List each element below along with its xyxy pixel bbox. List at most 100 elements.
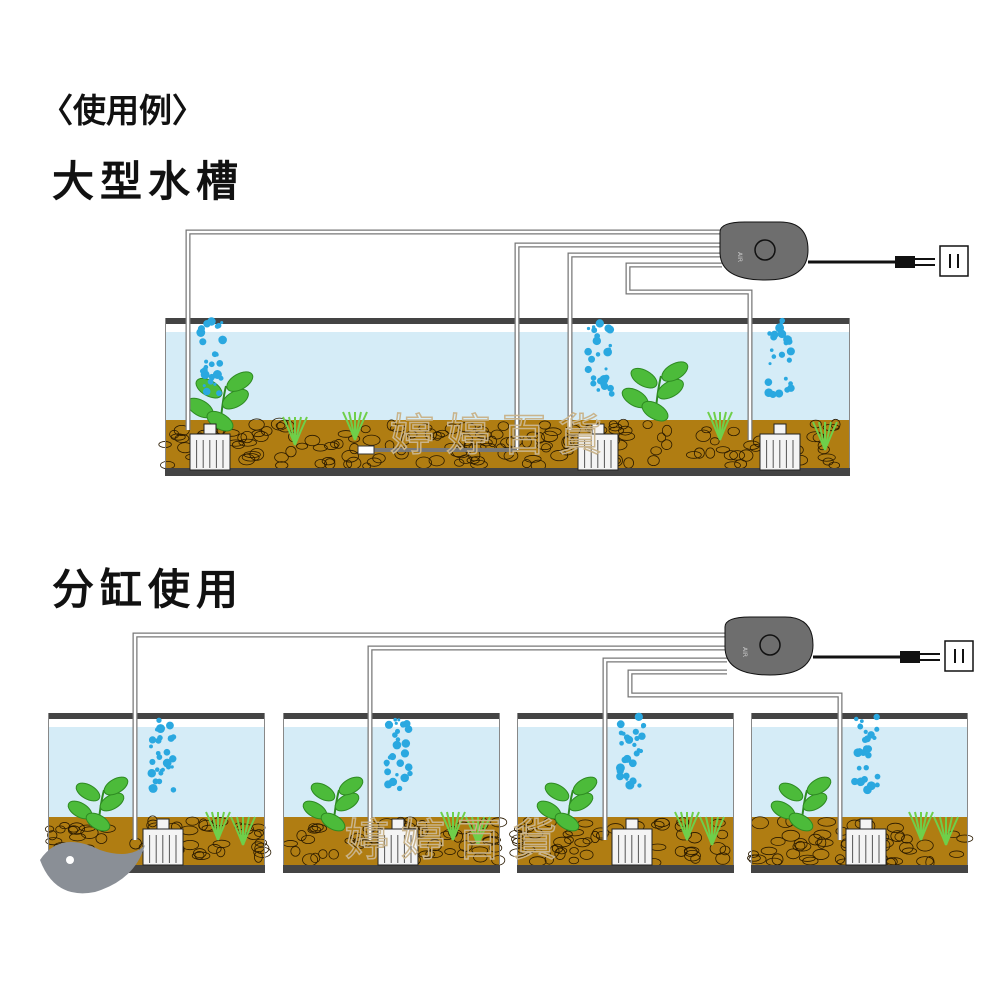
pebble [618, 432, 636, 441]
pebble [894, 832, 905, 842]
pebble [488, 843, 503, 853]
shop-logo [40, 842, 145, 894]
pebble [430, 431, 446, 439]
bubble [866, 786, 870, 791]
bubble [149, 758, 156, 765]
bubble [863, 765, 869, 771]
pebble [661, 424, 673, 437]
pebble [457, 422, 476, 433]
pebble [564, 836, 574, 844]
pebble [424, 428, 437, 441]
leaf [656, 378, 684, 400]
pebble [406, 430, 418, 439]
bubbles-icon [584, 319, 615, 397]
split-tank-title: 分缸使用 [52, 565, 245, 614]
pebble [310, 852, 321, 864]
plant-icon [67, 776, 129, 832]
bubble [400, 773, 410, 783]
pebble [432, 431, 442, 441]
bubble [389, 780, 396, 786]
pebble [574, 838, 591, 848]
bubble [615, 763, 625, 773]
bubble [771, 354, 777, 359]
bubble [199, 338, 207, 346]
grass-icon [230, 816, 256, 846]
pebble [568, 856, 580, 865]
pebble [198, 818, 208, 831]
filter-cap [391, 818, 405, 830]
pebble [427, 839, 443, 852]
bubble [856, 765, 862, 771]
blade [686, 811, 700, 841]
bubble [155, 767, 160, 772]
bubble [216, 359, 224, 367]
bubbles-icon [615, 712, 647, 790]
air-tube-inner [186, 230, 722, 430]
bubble [788, 381, 793, 387]
pebble [318, 849, 328, 859]
pebble [781, 829, 800, 842]
pebble [464, 441, 474, 453]
pebble [511, 834, 526, 845]
pebble [401, 432, 411, 445]
plant-icon [302, 776, 364, 832]
pebble [475, 430, 492, 439]
pebble [488, 435, 497, 448]
filter-cap [773, 423, 787, 435]
leaf [630, 367, 658, 389]
filter-cap [859, 818, 873, 830]
bubble [608, 390, 615, 397]
bubble [201, 367, 208, 374]
air-stone [357, 445, 375, 455]
pebble [521, 459, 532, 469]
tank-rim [165, 318, 850, 324]
bubbles-icon [764, 317, 795, 399]
pebble [816, 836, 827, 849]
blade [711, 816, 725, 846]
bubble [634, 735, 640, 741]
air-pump: AIR [724, 616, 974, 676]
bubble [637, 783, 642, 788]
bubble [170, 787, 177, 793]
grass-icon [465, 816, 491, 846]
bubble [592, 336, 602, 346]
pebble [509, 848, 528, 858]
sponge-filter-icon [189, 423, 231, 471]
pebble [899, 841, 914, 854]
leaf [310, 782, 336, 802]
blade [945, 816, 959, 846]
tank-base [48, 865, 265, 873]
grass-icon [812, 421, 838, 451]
air-tube-inner [603, 658, 727, 840]
pebble [330, 440, 340, 449]
pebble [458, 433, 474, 446]
bubble [595, 319, 604, 328]
pump-button [759, 634, 781, 656]
pebble [834, 854, 846, 865]
pebble [562, 830, 573, 838]
pebble [693, 447, 705, 459]
bubble [207, 317, 216, 326]
bubble [623, 754, 632, 763]
wall-outlet-icon [944, 640, 974, 672]
pebble [328, 849, 339, 860]
sponge-filter-icon [845, 818, 887, 866]
watermark: 婷婷百貨 [390, 410, 614, 461]
bubble [604, 367, 608, 371]
pebble [590, 830, 600, 844]
pebble [457, 849, 467, 858]
plant-icon [770, 776, 832, 832]
bubble [590, 375, 597, 381]
pebble [47, 830, 58, 841]
sponge-filter-icon [611, 818, 653, 866]
bubble [623, 772, 630, 780]
pebble [321, 457, 336, 466]
leaf [778, 782, 804, 802]
bubble [383, 759, 390, 766]
leaf [221, 388, 249, 410]
bubble [863, 729, 868, 734]
pebble [727, 426, 740, 437]
pebble [248, 418, 265, 431]
pebble [475, 426, 489, 435]
wall-outlet-icon [939, 245, 969, 277]
